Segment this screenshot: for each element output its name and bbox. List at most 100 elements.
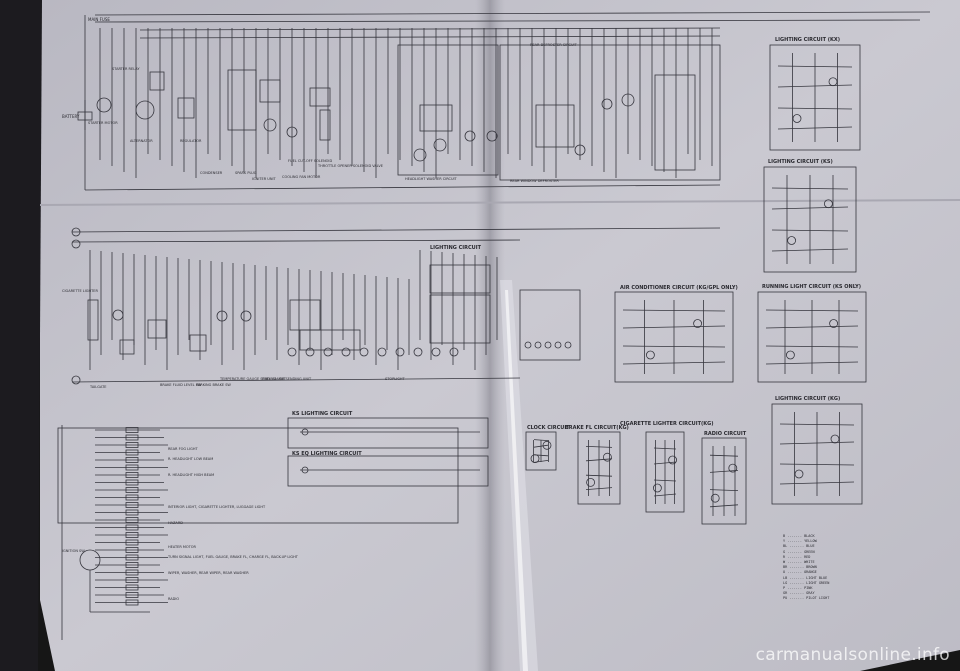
main-bus — [139, 27, 721, 31]
lamp-symbol — [564, 341, 572, 349]
regulator-box — [177, 97, 195, 119]
lighting-circuit-title: LIGHTING CIRCUIT — [430, 245, 482, 251]
lamp-symbol — [603, 452, 612, 462]
brake-fl-panel — [577, 431, 621, 505]
fuse-symbol — [125, 569, 139, 576]
component-box — [119, 339, 135, 355]
brake-fl-title: BRAKE FL CIRCUIT(KG) — [565, 425, 629, 431]
throttle-opener-label: THROTTLE OPENER SOLENOID VALVE — [318, 164, 383, 168]
lamp-symbol — [413, 347, 423, 357]
fuse-symbol — [125, 592, 139, 598]
legend-row: LG ....... LIGHT GREEN — [783, 580, 830, 585]
lighting-kg-panel — [771, 403, 863, 505]
relay-box — [149, 71, 165, 91]
fuse-symbol — [125, 539, 139, 546]
lamp-symbol — [828, 77, 838, 87]
lighting-kg-title: LIGHTING CIRCUIT (KG) — [775, 396, 841, 402]
main-bus — [94, 11, 931, 16]
lamp-symbol — [830, 434, 840, 444]
component-box — [654, 74, 696, 171]
lamp-symbol — [305, 347, 315, 357]
connector-symbol — [71, 239, 81, 249]
lamp-symbol — [601, 98, 613, 110]
lamp-symbol — [621, 93, 635, 107]
fuel-cutoff-label: FUEL CUT-OFF SOLENOID — [288, 159, 333, 163]
lamp-symbol — [653, 483, 662, 493]
igniter-box — [227, 69, 257, 131]
main-bus — [139, 35, 721, 39]
ground-bus — [71, 377, 521, 383]
headlight-washer-label: HEADLIGHT WASHER CIRCUIT — [405, 177, 457, 181]
fuse-symbol — [125, 464, 139, 471]
fuse-symbol — [125, 584, 139, 591]
ground-bus — [84, 184, 721, 191]
legend-row: PU ....... PILOT LIGHT — [783, 596, 830, 601]
lamp-symbol — [449, 347, 459, 357]
fuse-symbol — [125, 442, 139, 448]
lighting-kx-title: LIGHTING CIRCUIT (KX) — [775, 37, 841, 43]
component-box — [147, 319, 167, 339]
main-bus — [71, 239, 521, 243]
legend-row: G ....... GREEN — [783, 549, 815, 554]
subcircuit-frame — [287, 417, 489, 449]
lamp-symbol — [486, 130, 498, 142]
lamp-symbol — [792, 114, 802, 123]
cigarette-lighter-label: CIGARETTE LIGHTER — [62, 289, 98, 293]
fuse-symbol — [125, 487, 139, 493]
legend-row: BL ....... BLUE — [783, 544, 815, 549]
subcircuit-frame — [287, 455, 489, 487]
alternator-symbol — [135, 100, 155, 120]
subcircuit-frame — [397, 44, 499, 176]
connector-symbol — [71, 375, 81, 385]
legend-row: R ....... RED — [783, 554, 811, 559]
lamp-symbol — [359, 347, 369, 357]
fuse-symbol — [125, 554, 139, 561]
clock-circuit-title: CLOCK CIRCUIT — [527, 425, 570, 431]
spark-plug-label: SPARK PLUG — [235, 171, 257, 175]
component-box — [535, 104, 575, 148]
legend-row: Y ....... YELLOW — [783, 539, 817, 544]
lamp-symbol — [286, 126, 298, 138]
lamp-symbol — [787, 236, 796, 245]
lighting-kx-panel — [769, 44, 861, 151]
lamp-symbol — [646, 350, 655, 360]
cigarette-lighter-circuit-title: CIGARETTE LIGHTER CIRCUIT(KG) — [620, 421, 714, 427]
lamp-symbol — [794, 469, 804, 479]
connector-symbol — [301, 428, 309, 436]
lamp-symbol — [216, 310, 228, 322]
component-box — [319, 109, 331, 141]
ignition-switch-label: IGNITION SW — [62, 549, 85, 553]
lamp-symbol — [693, 319, 702, 328]
motor-symbol — [413, 148, 427, 162]
lamp-symbol — [544, 341, 552, 349]
running-light-title: RUNNING LIGHT CIRCUIT (KS ONLY) — [762, 284, 862, 290]
main-bus — [94, 19, 921, 23]
rear-window-defroster-label: REAR WINDOW DEFROSTER — [510, 179, 559, 183]
lamp-symbol — [323, 347, 333, 357]
fuse-symbol — [125, 494, 139, 501]
lamp-symbol — [728, 463, 738, 473]
lamp-symbol — [786, 350, 795, 360]
heater-motor-label: HEATER MOTOR — [168, 545, 196, 549]
lighting-ks-title: LIGHTING CIRCUIT (KS) — [768, 159, 833, 165]
legend-row: P ....... PINK — [783, 586, 813, 590]
component-box — [309, 87, 331, 107]
starter-motor-label: STARTER MOTOR — [88, 121, 118, 125]
headlight-hi-label: R. HEADLIGHT HIGH BEAM — [168, 473, 215, 477]
motor-symbol — [96, 97, 112, 113]
tailgate-label: TAILGATE — [90, 385, 107, 389]
fuel-gauge-label: FUEL GAUGE SENDING UNIT — [262, 377, 312, 381]
battery-label: BATTERY — [62, 114, 80, 119]
legend-row: W ....... WHITE — [783, 560, 815, 564]
wiper-washer-label: WIPER, WASHER, REAR WIPER, REAR WASHER — [168, 571, 249, 575]
fuse-symbol — [125, 532, 139, 538]
lamp-symbol — [341, 347, 351, 357]
rear-fog-light-label: REAR FOG LIGHT — [168, 447, 198, 451]
hazard-label: HAZARD — [168, 521, 183, 525]
lamp-symbol — [824, 199, 833, 209]
legend-row: B ....... BLACK — [783, 534, 815, 538]
interior-light-label: INTERIOR LIGHT, CIGARETTE LIGHTER, LUGGA… — [168, 505, 266, 509]
lamp-symbol — [377, 347, 387, 357]
lamp-symbol — [431, 347, 441, 357]
